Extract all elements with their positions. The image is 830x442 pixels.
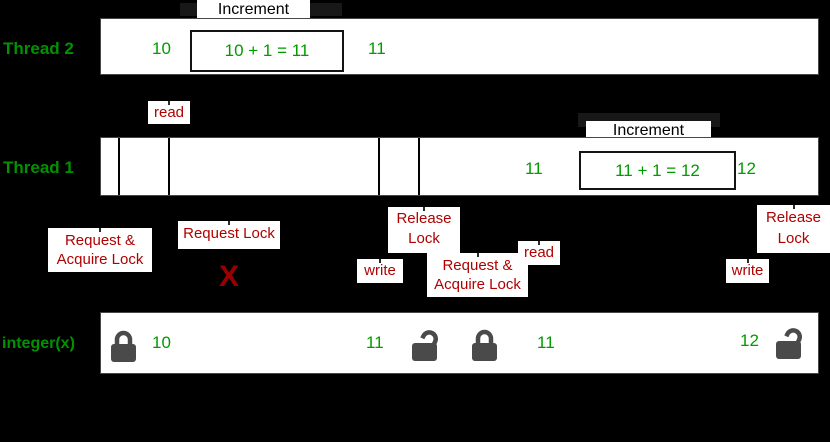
release-lock-label-2: Release Lock [757,205,830,253]
thread2-result-value: 11 [368,39,386,58]
integer-value: 11 [366,333,384,352]
request-lock-label: Request Lock [178,221,280,249]
increment-label-thread1: Increment [586,121,711,140]
thread2-increment-expression: 10 + 1 = 11 [224,41,310,60]
thread1-row-label: Thread 1 [3,158,74,177]
thread2-timeline-bar: 10 10 + 1 = 11 11 [100,18,819,75]
thread1-read-value: 11 [525,159,543,178]
thread1-increment-expression: 11 + 1 = 12 [615,161,700,180]
release-lock-label-1-line1: Release [396,210,452,227]
open-lock-icon [409,323,441,370]
request-acquire-lock-label-1: Request & Acquire Lock [48,228,152,272]
release-lock-label-2-line2: Lock [777,230,810,247]
release-lock-label-1: Release Lock [388,207,460,253]
request-acquire-lock-label-1-line2: Acquire Lock [56,251,144,268]
thread2-increment-box: 10 + 1 = 11 [190,30,344,72]
integer-x-bar: 10 11 11 12 [100,312,819,374]
read-label-thread1: read [518,241,560,265]
increment-label-thread2: Increment [197,0,310,19]
integer-value: 10 [152,333,171,352]
release-lock-label-1-line2: Lock [408,230,440,247]
thread1-timeline-bar: 11 11 + 1 = 12 12 [100,137,819,196]
thread1-increment-box: 11 + 1 = 12 [579,151,736,190]
timeline-divider [378,138,380,195]
release-lock-label-2-line1: Release [765,209,822,226]
request-acquire-lock-label-1-line1: Request & [64,232,136,249]
thread2-row-label: Thread 2 [3,39,74,58]
closed-lock-icon [108,328,138,370]
timeline-divider [168,138,170,195]
integer-value: 11 [537,333,555,352]
open-lock-icon [773,321,805,368]
timeline-divider [418,138,420,195]
request-acquire-lock-label-2: Request & Acquire Lock [427,253,528,297]
timeline-divider [118,138,120,195]
request-acquire-lock-label-2-line2: Acquire Lock [434,276,521,293]
write-label-1: write [357,259,403,283]
request-acquire-lock-label-2-line1: Request & [442,257,513,274]
integer-x-row-label: integer(x) [2,335,75,352]
closed-lock-icon [469,327,499,369]
thread2-read-value: 10 [152,39,171,58]
write-label-2: write [726,259,769,283]
blocked-x-mark: X [218,260,239,293]
read-label-thread2: read [148,101,190,124]
thread1-result-value: 12 [737,159,756,178]
integer-value: 12 [740,331,759,350]
